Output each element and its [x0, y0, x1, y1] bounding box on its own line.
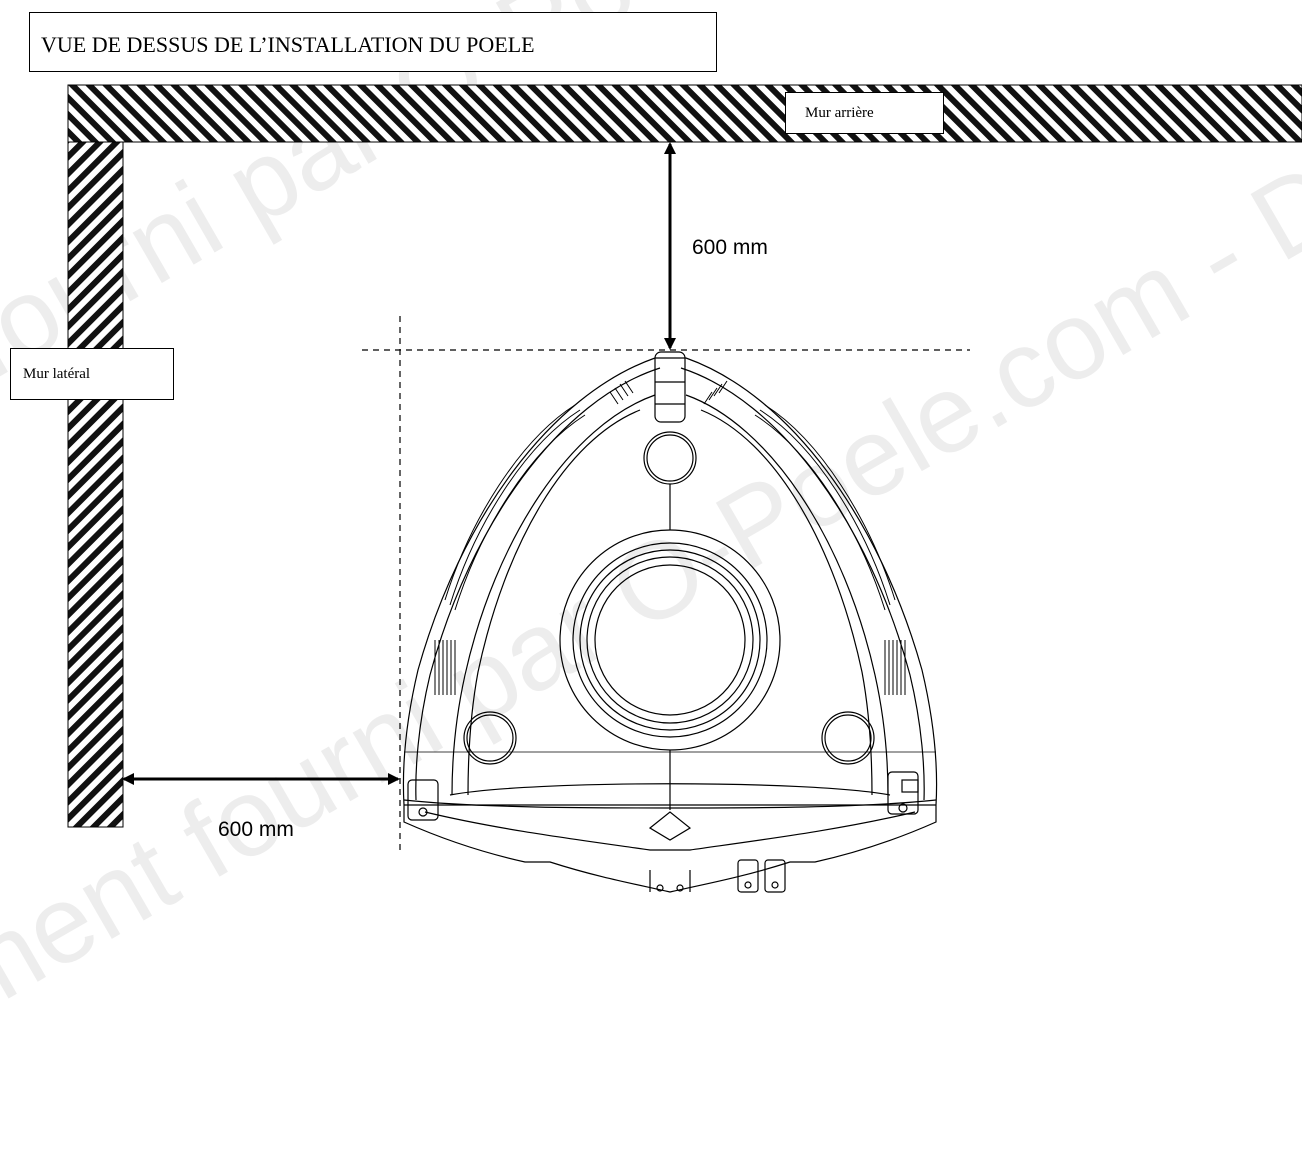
side-wall	[67, 141, 124, 828]
rear-wall-label: Mur arrière	[785, 92, 944, 134]
installation-drawing	[67, 84, 1302, 893]
side-clearance-label: 600 mm	[218, 818, 294, 841]
stove-top-view	[402, 351, 938, 893]
side-wall-label: Mur latéral	[10, 348, 174, 400]
rear-wall	[67, 84, 1302, 143]
rear-clearance-label: 600 mm	[692, 236, 768, 259]
diagram-title: VUE DE DESSUS DE L’INSTALLATION DU POELE	[29, 12, 717, 72]
